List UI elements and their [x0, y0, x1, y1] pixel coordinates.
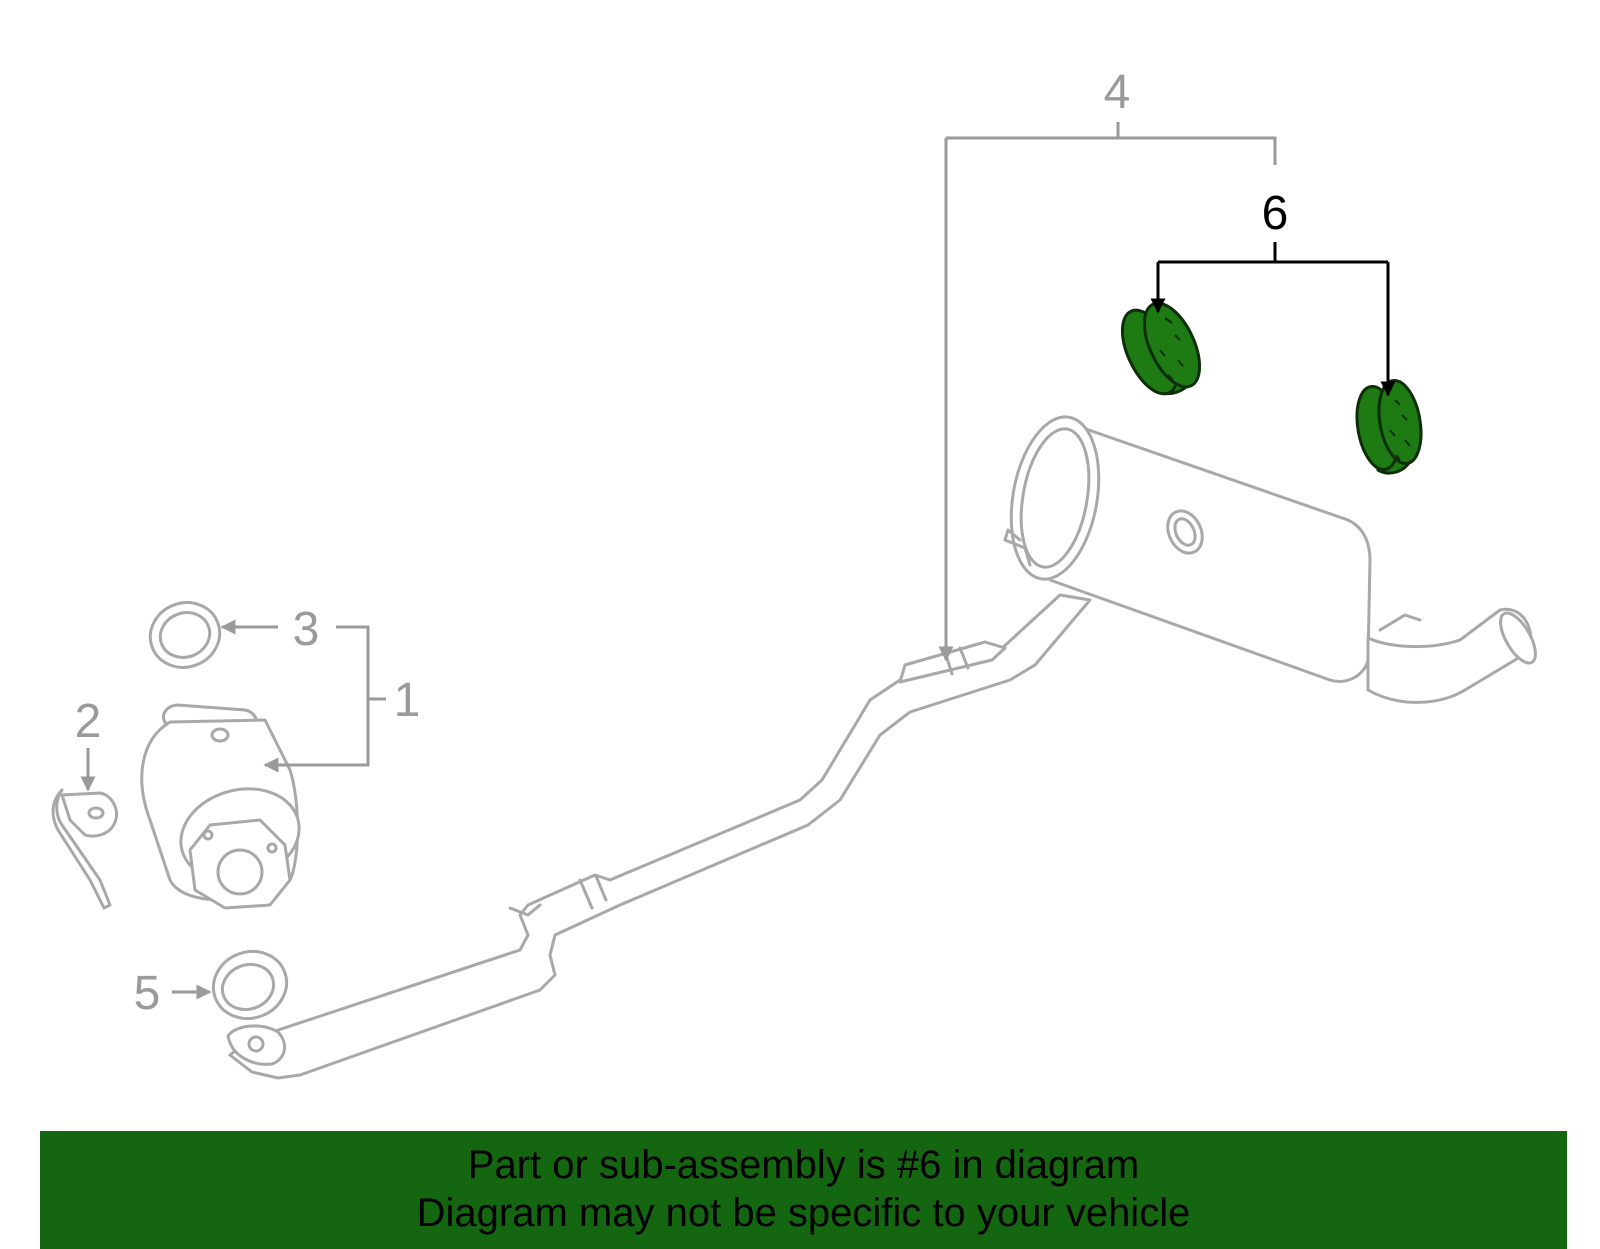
- callout-6: 6: [1262, 187, 1289, 240]
- callout-5: 5: [134, 967, 161, 1020]
- hanger-insulator-right[interactable]: [1351, 377, 1427, 475]
- callout-4: 4: [1104, 66, 1131, 119]
- catalytic-converter[interactable]: [140, 703, 310, 910]
- leader-lines: [80, 122, 1396, 1000]
- bracket[interactable]: [51, 788, 118, 910]
- exhaust-parts-diagram: 4 6 3 1 2 5: [51, 66, 1542, 1080]
- muffler[interactable]: [999, 410, 1542, 704]
- callout-1: 1: [394, 674, 421, 727]
- callout-2: 2: [75, 695, 102, 748]
- info-banner: Part or sub-assembly is #6 in diagram Di…: [40, 1131, 1567, 1249]
- callout-3: 3: [293, 603, 320, 656]
- gasket-3[interactable]: [141, 593, 229, 677]
- hanger-insulator-left[interactable]: [1111, 295, 1211, 402]
- gasket-5[interactable]: [204, 941, 296, 1028]
- banner-line-1: Part or sub-assembly is #6 in diagram: [467, 1143, 1140, 1187]
- banner-line-2: Diagram may not be specific to your vehi…: [416, 1191, 1191, 1235]
- exhaust-pipe-assembly[interactable]: [226, 593, 1092, 1080]
